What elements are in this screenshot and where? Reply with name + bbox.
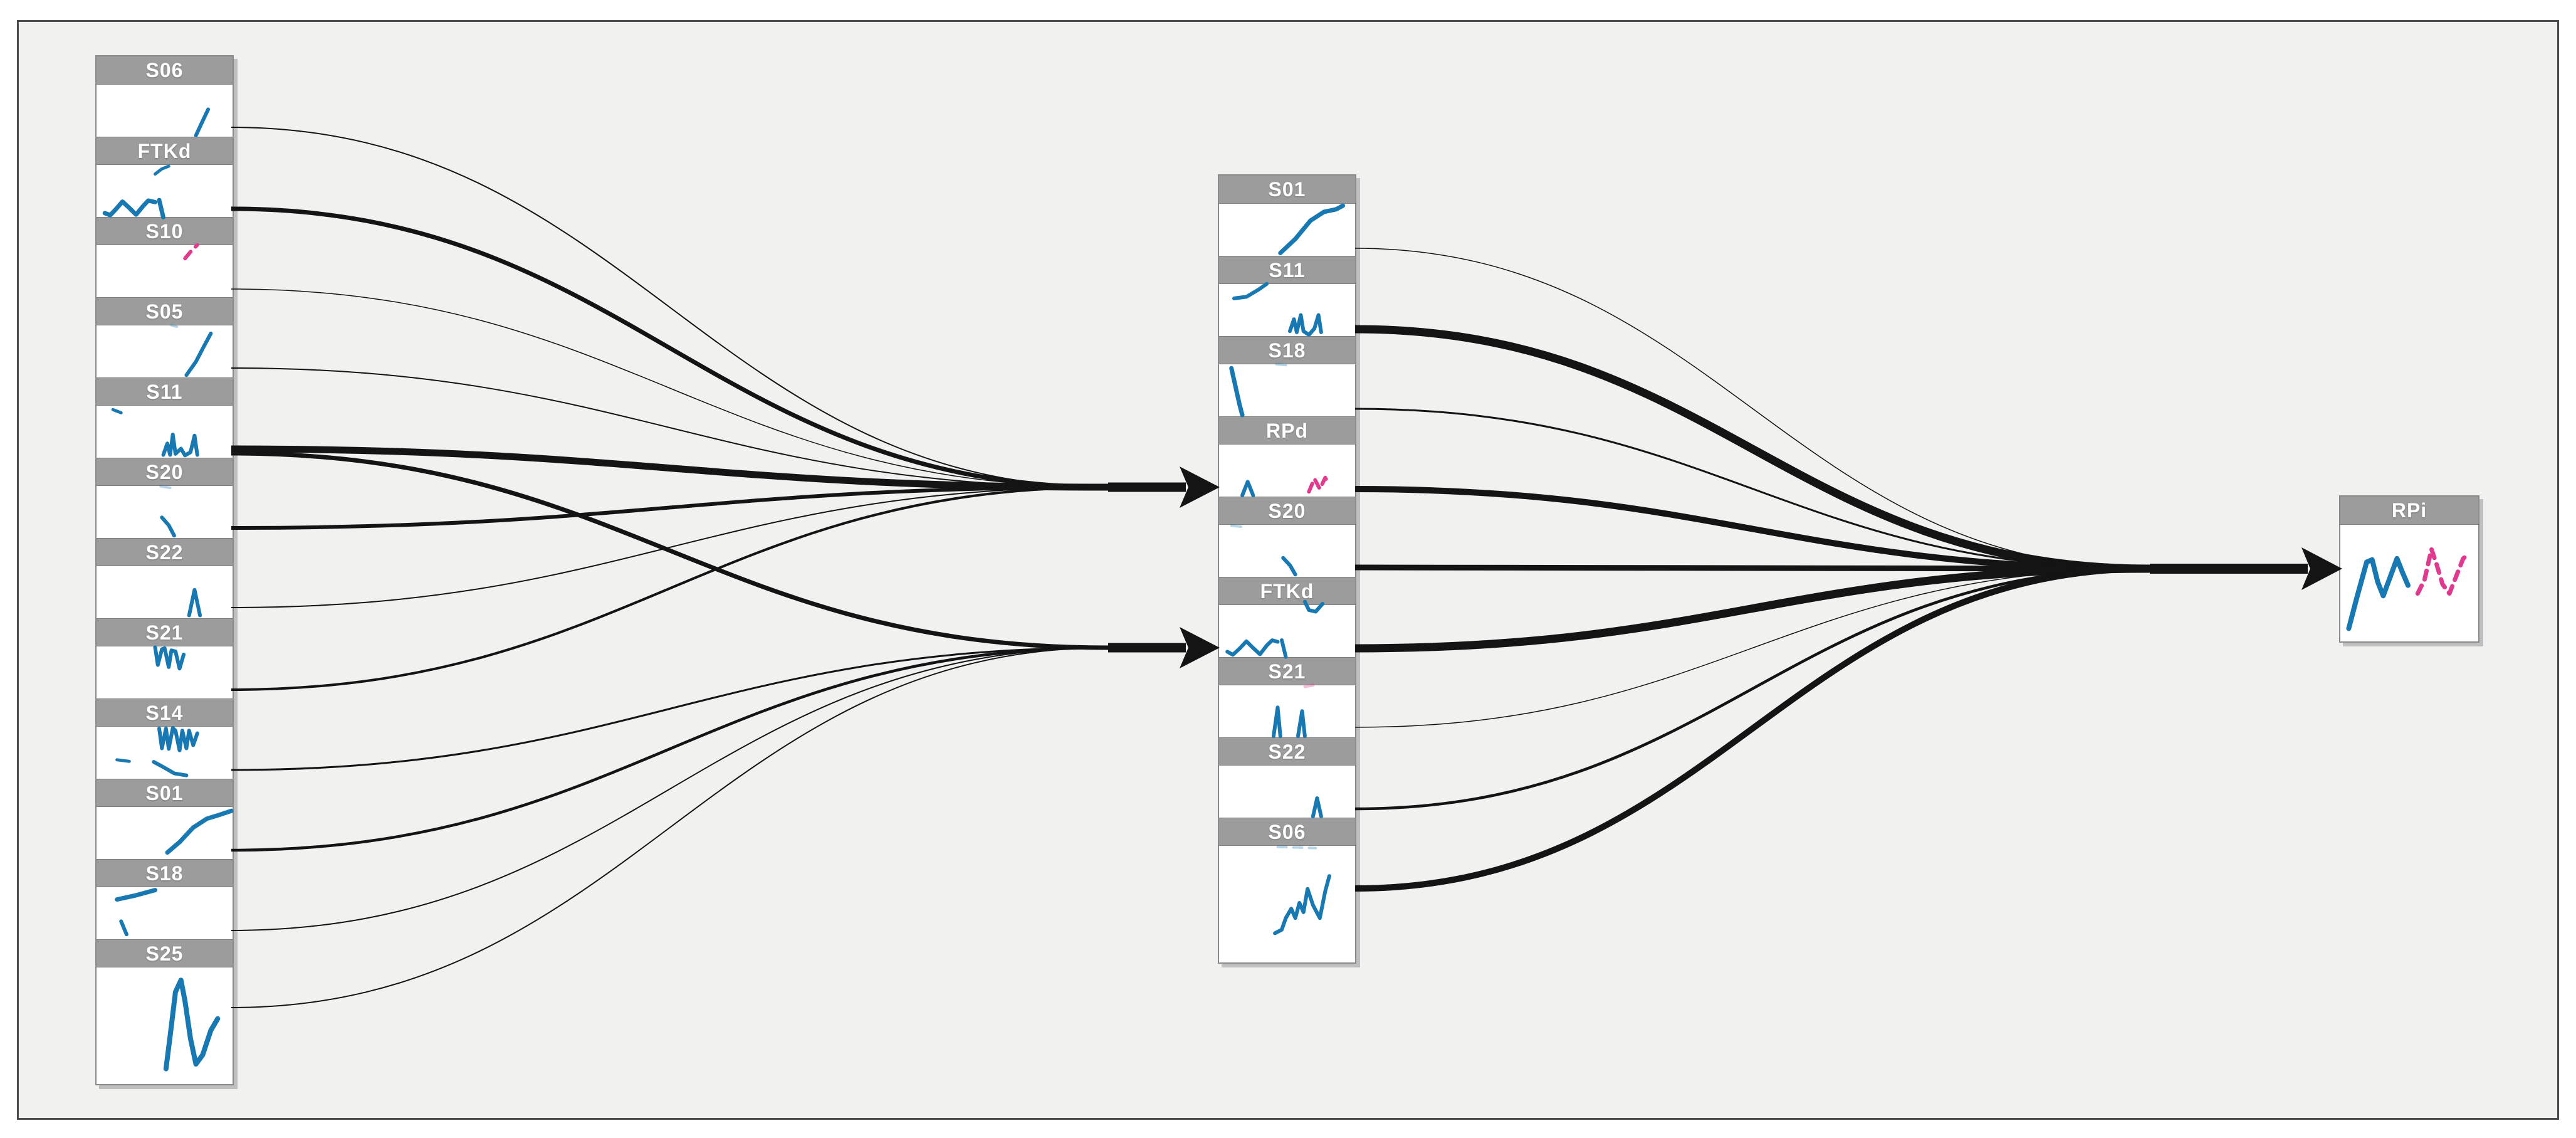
node-source-S01[interactable]: S01: [97, 779, 233, 807]
node-hidden-S21[interactable]: S21: [1219, 657, 1355, 685]
node-column-output: RPi: [2339, 495, 2479, 643]
node-body-hidden-S22: [1219, 766, 1355, 818]
node-output-RPi[interactable]: RPi: [2340, 497, 2478, 525]
node-title: S10: [145, 219, 184, 243]
node-source-FTKd[interactable]: FTKd: [97, 137, 233, 165]
node-body-source-S14: [97, 727, 233, 779]
node-body-hidden-S11: [1219, 284, 1355, 336]
node-body-source-S21: [97, 646, 233, 698]
node-title: S18: [1268, 339, 1306, 362]
node-body-source-S10: [97, 245, 233, 297]
node-source-S10[interactable]: S10: [97, 217, 233, 245]
node-title: S18: [145, 861, 184, 885]
node-title: S20: [1268, 499, 1306, 522]
node-title: RPi: [2391, 499, 2427, 522]
node-body-hidden-S20: [1219, 525, 1355, 577]
node-title: S01: [145, 781, 184, 804]
node-title: FTKd: [1260, 579, 1314, 603]
node-hidden-RPd[interactable]: RPd: [1219, 416, 1355, 445]
node-body-source-S18: [97, 887, 233, 939]
node-hidden-S11[interactable]: S11: [1219, 256, 1355, 284]
node-body-source-S25: [97, 967, 233, 1084]
node-source-S21[interactable]: S21: [97, 618, 233, 646]
node-title: S14: [145, 701, 184, 724]
node-body-hidden-S21: [1219, 685, 1355, 737]
node-hidden-FTKd[interactable]: FTKd: [1219, 577, 1355, 605]
node-body-source-S22: [97, 566, 233, 618]
node-title: S06: [145, 59, 184, 82]
node-body-hidden-S01: [1219, 204, 1355, 256]
node-hidden-S01[interactable]: S01: [1219, 176, 1355, 204]
node-hidden-S22[interactable]: S22: [1219, 737, 1355, 766]
node-hidden-S18[interactable]: S18: [1219, 336, 1355, 364]
node-title: S11: [1269, 258, 1306, 282]
node-source-S14[interactable]: S14: [97, 698, 233, 727]
node-source-S22[interactable]: S22: [97, 538, 233, 566]
node-title: S22: [145, 540, 184, 564]
node-body-hidden-S06: [1219, 846, 1355, 962]
node-body-source-FTKd: [97, 165, 233, 217]
node-title: S22: [1268, 740, 1306, 763]
node-title: RPd: [1266, 419, 1308, 442]
node-source-S05[interactable]: S05: [97, 297, 233, 325]
node-title: S06: [1268, 820, 1306, 843]
node-body-hidden-FTKd: [1219, 605, 1355, 657]
node-source-S20[interactable]: S20: [97, 458, 233, 486]
node-title: S21: [145, 621, 184, 644]
node-body-source-S05: [97, 325, 233, 377]
node-body-source-S11: [97, 406, 233, 458]
node-body-output-RPi: [2340, 525, 2478, 641]
node-source-S18[interactable]: S18: [97, 859, 233, 887]
node-title: S01: [1268, 178, 1306, 201]
node-source-S25[interactable]: S25: [97, 939, 233, 967]
node-hidden-S06[interactable]: S06: [1219, 818, 1355, 846]
node-hidden-S20[interactable]: S20: [1219, 497, 1355, 525]
node-source-S11[interactable]: S11: [97, 377, 233, 406]
node-title: FTKd: [137, 139, 192, 162]
node-title: S20: [145, 460, 184, 483]
node-source-S06[interactable]: S06: [97, 56, 233, 85]
node-body-source-S20: [97, 486, 233, 538]
node-title: S11: [146, 380, 183, 403]
node-body-source-S06: [97, 85, 233, 137]
node-body-hidden-S18: [1219, 364, 1355, 416]
node-title: S25: [145, 942, 184, 965]
node-body-hidden-RPd: [1219, 445, 1355, 497]
node-title: S21: [1268, 660, 1306, 683]
node-title: S05: [145, 300, 184, 323]
node-body-source-S01: [97, 807, 233, 859]
